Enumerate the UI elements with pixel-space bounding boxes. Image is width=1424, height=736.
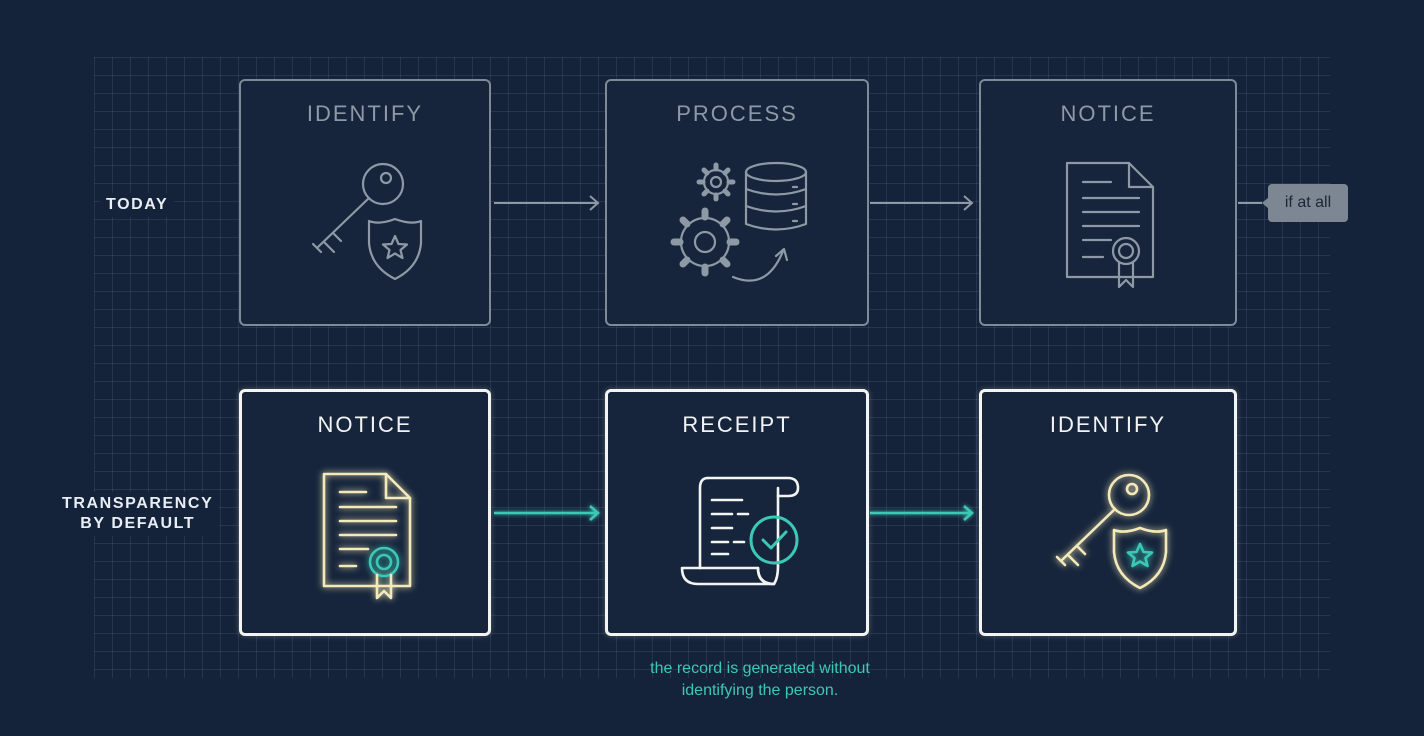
receipt-caption: the record is generated without identify…	[560, 658, 960, 702]
receipt-caption-line2: identifying the person.	[681, 682, 839, 699]
gears-database-icon	[670, 161, 808, 282]
step-box-today-notice: NOTICE	[979, 79, 1237, 326]
receipt-caption-line1: the record is generated without	[650, 660, 870, 677]
if-at-all-callout: if at all	[1268, 184, 1348, 222]
step-box-transparency-identify: IDENTIFY	[979, 389, 1237, 636]
key-shield-icon	[1055, 473, 1168, 590]
certificate-document-icon	[1065, 161, 1155, 289]
step-box-transparency-receipt: RECEIPT	[605, 389, 869, 636]
step-title: IDENTIFY	[1049, 412, 1167, 437]
row-label-today-text: TODAY	[106, 196, 169, 213]
step-title: IDENTIFY	[306, 101, 424, 126]
step-box-today-process: PROCESS	[605, 79, 869, 326]
step-title: RECEIPT	[682, 412, 792, 437]
step-box-transparency-notice: NOTICE	[239, 389, 491, 636]
row-label-transparency-line1: TRANSPARENCY	[62, 495, 214, 512]
key-shield-icon	[311, 162, 423, 281]
receipt-check-icon	[680, 476, 800, 586]
step-title: NOTICE	[317, 412, 413, 437]
step-title: NOTICE	[1060, 101, 1156, 126]
row-label-today: TODAY	[100, 193, 175, 217]
step-box-today-identify: IDENTIFY	[239, 79, 491, 326]
row-label-transparency: TRANSPARENCY BY DEFAULT	[56, 492, 220, 536]
row-label-transparency-line2: BY DEFAULT	[80, 515, 196, 532]
step-title: PROCESS	[676, 101, 798, 126]
certificate-document-icon	[322, 472, 412, 600]
